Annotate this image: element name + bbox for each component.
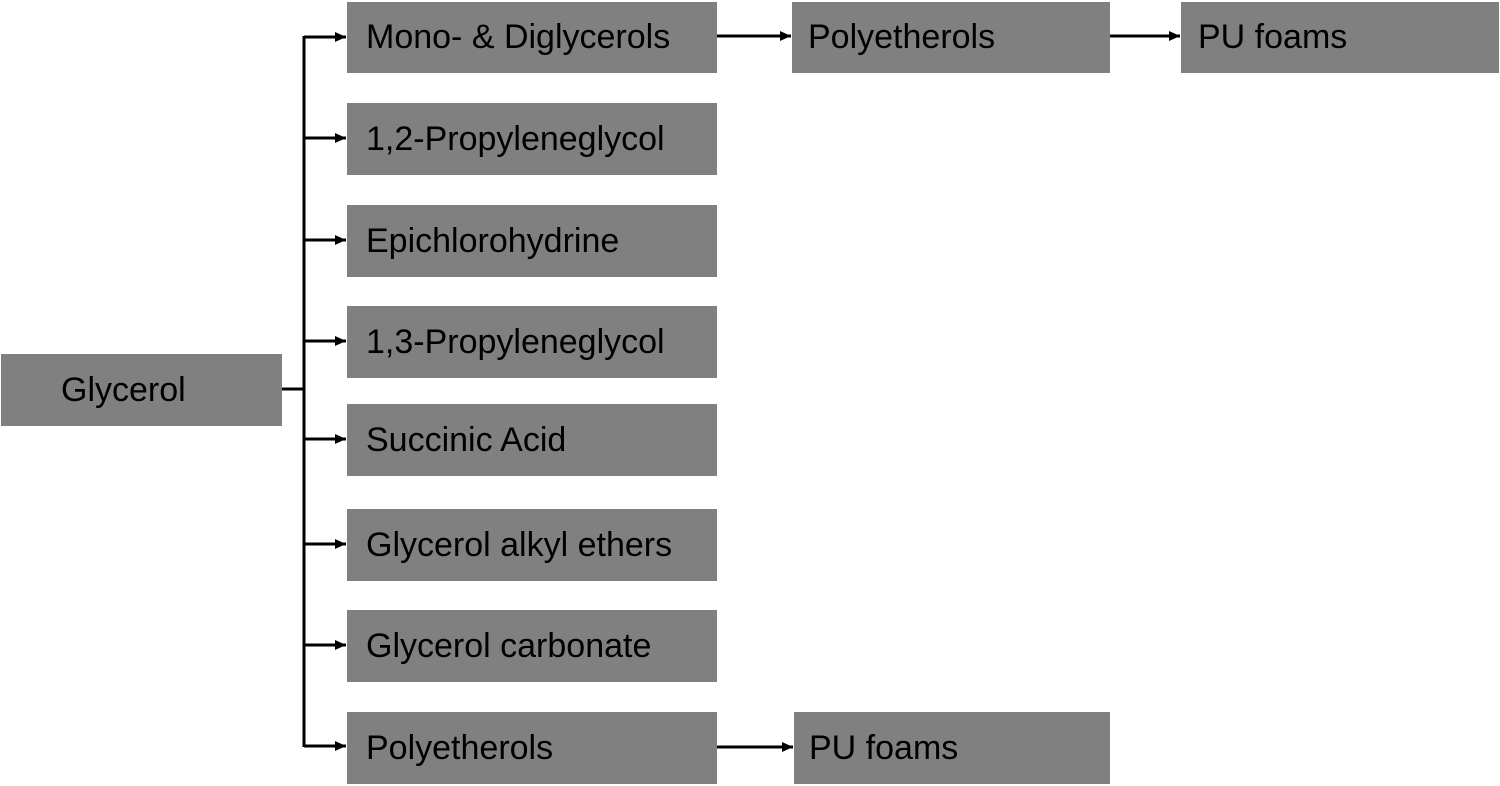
node-epichlorohydrine: Epichlorohydrine — [347, 205, 717, 277]
node-mono-diglycerols: Mono- & Diglycerols — [347, 2, 717, 73]
node-glycerol-carbonate: Glycerol carbonate — [347, 610, 717, 682]
node-polyetherols-b: Polyetherols — [347, 712, 717, 784]
node-pu-foams-b: PU foams — [794, 712, 1110, 784]
node-glycerol: Glycerol — [1, 354, 282, 426]
node-glycerol-alkyl-ethers: Glycerol alkyl ethers — [347, 509, 717, 581]
node-pu-foams-a: PU foams — [1181, 2, 1499, 73]
node-succinic-acid: Succinic Acid — [347, 404, 717, 476]
node-propyleneglycol-12: 1,2-Propyleneglycol — [347, 103, 717, 175]
node-polyetherols-a: Polyetherols — [792, 2, 1110, 73]
node-propyleneglycol-13: 1,3-Propyleneglycol — [347, 306, 717, 378]
